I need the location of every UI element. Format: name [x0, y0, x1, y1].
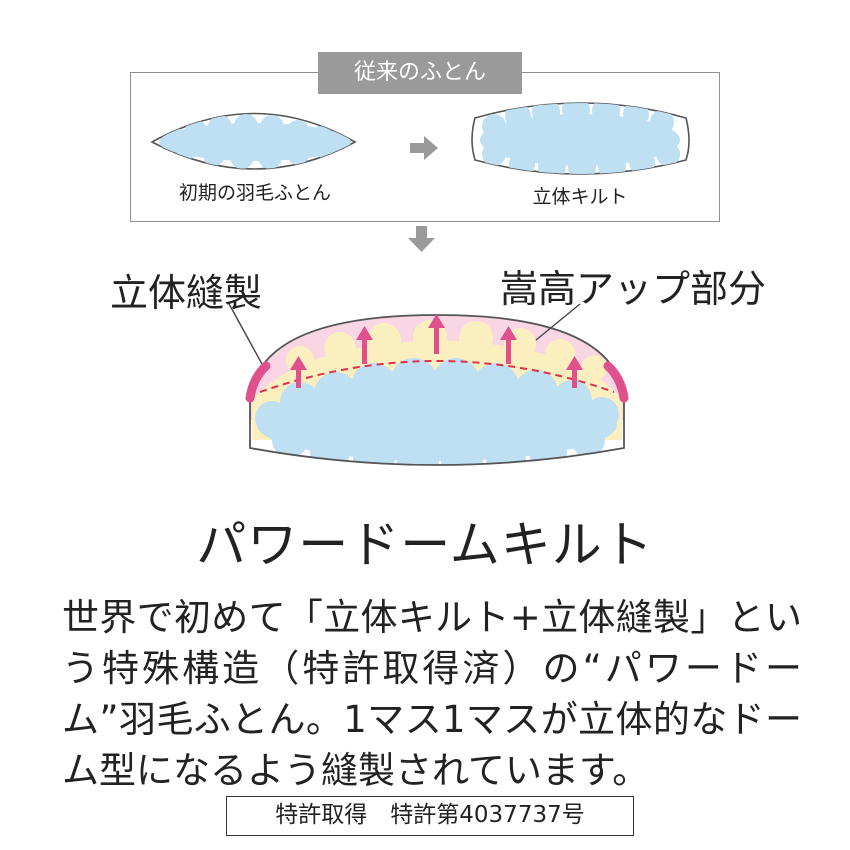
three-d-quilt-label: 立体キルト [532, 186, 628, 208]
three-d-sewn-label: 立体縫製 [110, 271, 263, 315]
up-arrow-icon [566, 356, 583, 388]
initial-futon-illustration [150, 112, 357, 170]
up-arrow-icon [428, 314, 445, 354]
loft-up-label: 嵩高アップ部分 [500, 267, 767, 311]
up-arrow-icon [290, 356, 307, 388]
initial-futon-label: 初期の羽毛ふとん [178, 182, 331, 204]
sewn-leader-line [227, 301, 263, 365]
up-arrow-icon [500, 326, 517, 364]
conventional-futon-tag: 従来のふとん [318, 52, 522, 94]
up-arrow-icon [356, 326, 373, 364]
arrow-down-icon [408, 226, 435, 252]
loft-leader-line [535, 303, 581, 341]
patent-box: 特許取得 特許第4037737号 [226, 796, 634, 836]
arrow-right-icon [410, 136, 438, 160]
power-dome-title: パワードームキルト [196, 516, 654, 574]
power-dome-illustration [245, 314, 629, 466]
three-d-quilt-illustration [471, 102, 690, 175]
description-text: 世界で初めて「立体キルト+立体縫製」という特殊構造（特許取得済）の“パワードーム… [62, 596, 802, 792]
